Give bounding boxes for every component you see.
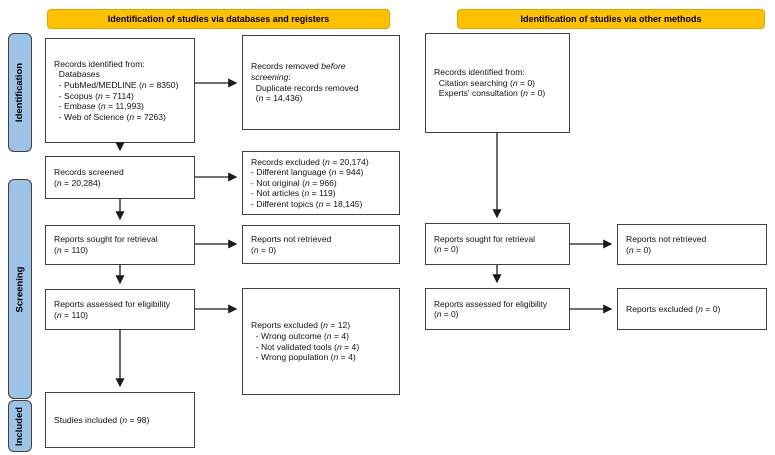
text-line: (n = 0) [626,244,652,255]
text-line: Reports excluded (n = 12) [251,320,351,331]
text-line: Reports not retrieved [626,233,707,244]
box-reports-excluded-other: Reports excluded (n = 0) [617,288,767,330]
text-line: Experts' consultation (n = 0) [434,88,546,99]
text-line: - Scopus (n = 7114) [54,90,134,101]
text-line: screening: [251,71,291,82]
text-line: - Web of Science (n = 7263) [54,111,166,122]
text-line: Duplicate records removed [251,82,359,93]
text-line: - Wrong outcome (n = 4) [251,330,350,341]
text-line: - Not validated tools (n = 4) [251,341,360,352]
header-other-label: Identification of studies via other meth… [520,14,702,24]
header-databases-registers: Identification of studies via databases … [47,9,390,29]
text-line: Records removed before [251,61,346,72]
text-line: Reports excluded (n = 0) [626,303,721,314]
stage-included: Included [8,400,32,452]
box-records-identified-databases: Records identified from: Databases - Pub… [45,38,195,143]
text-line: - PubMed/MEDLINE (n = 8350) [54,79,179,90]
text-line: (n = 14,436) [251,93,303,104]
text-line: Reports assessed for eligibility [434,298,548,309]
stage-included-label: Included [14,406,26,446]
header-other-methods: Identification of studies via other meth… [457,9,765,29]
text-line: Reports sought for retrieval [434,233,536,244]
box-records-excluded: Records excluded (n = 20,174)- Different… [242,151,400,215]
text-line: Citation searching (n = 0) [434,77,536,88]
stage-screening: Screening [8,179,32,399]
text-line: Records excluded (n = 20,174) [251,156,369,167]
text-line: (n = 20,284) [54,177,101,188]
text-line: - Not original (n = 966) [251,177,337,188]
text-line: (n = 0) [251,244,277,255]
box-studies-included: Studies included (n = 98) [45,392,195,448]
box-reports-assessed-other: Reports assessed for eligibility(n = 0) [425,288,570,330]
text-line: Studies included (n = 98) [54,414,150,425]
text-line: - Embase (n = 11,993) [54,101,144,112]
box-reports-not-retrieved-other: Reports not retrieved(n = 0) [617,224,767,265]
text-line: - Different topics (n = 18,145) [251,198,363,209]
text-line: (n = 110) [54,245,89,255]
box-records-identified-other: Records identified from: Citation search… [425,33,570,133]
box-reports-sought-other: Reports sought for retrieval(n = 0) [425,223,570,265]
box-reports-assessed-databases: Reports assessed for eligibility(n = 110… [45,289,195,330]
box-reports-excluded-databases: Reports excluded (n = 12) - Wrong outcom… [242,288,400,395]
box-records-screened: Records screened(n = 20,284) [45,156,195,199]
text-line: Records identified from: [54,58,145,69]
text-line: - Not articles (n = 119) [251,188,336,199]
text-line: Reports assessed for eligibility [54,298,171,309]
text-line: (n = 0) [434,309,459,319]
stage-identification-label: Identification [14,62,26,123]
stage-identification: Identification [8,33,32,152]
box-reports-sought-databases: Reports sought for retrieval(n = 110) [45,225,195,265]
text-line: - Wrong population (n = 4) [251,352,356,363]
text-line: Reports not retrieved [251,233,332,244]
text-line: Reports sought for retrieval [54,234,158,245]
text-line: - Different language (n = 944) [251,167,364,178]
box-reports-not-retrieved-databases: Reports not retrieved(n = 0) [242,225,400,264]
text-line: Records screened [54,166,124,177]
text-line: (n = 110) [54,309,89,320]
header-databases-label: Identification of studies via databases … [107,14,330,24]
text-line: Records identified from: [434,67,525,78]
text-line: (n = 0) [434,244,459,254]
stage-screening-label: Screening [14,266,26,312]
text-line: Databases [54,69,100,80]
